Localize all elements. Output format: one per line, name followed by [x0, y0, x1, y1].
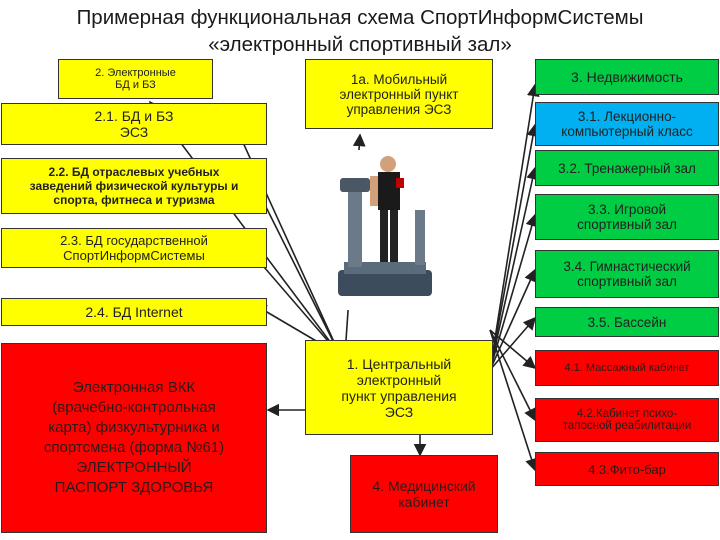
box-3-1-lecture-class: 3.1. Лекционно- компьютерный класс — [535, 102, 719, 146]
box-4-medical-office: 4. Медицинский кабинет — [350, 455, 498, 533]
box-2-electronic-db: 2. Электронные БД и БЗ — [58, 59, 213, 99]
box-3-5-pool: 3.5. Бассейн — [535, 307, 719, 337]
box-electronic-vkk: Электронная ВКК (врачебно-контрольная ка… — [1, 343, 267, 533]
box-3-2-gym: 3.2. Тренажерный зал — [535, 150, 719, 186]
box-1-central-control: 1. Центральный электронный пункт управле… — [305, 340, 493, 435]
box-2-2-db-educational: 2.2. БД отраслевых учебных заведений физ… — [1, 158, 267, 214]
box-2-3-db-state: 2.3. БД государственной СпортИнформСисте… — [1, 228, 267, 268]
treadmill-athlete-image — [330, 150, 440, 310]
box-3-3-game-hall: 3.3. Игровой спортивный зал — [535, 194, 719, 240]
box-2-1-db-esz: 2.1. БД и БЗ ЭСЗ — [1, 103, 267, 145]
page-title: Примерная функциональная схема СпортИнфо… — [0, 4, 720, 58]
box-4-2-psycho-rehab: 4.2.Кабинет психо- тапосной реабилитации — [535, 398, 719, 442]
box-4-1-massage: 4.1. Массажный кабинет — [535, 350, 719, 386]
title-line-2: «электронный спортивный зал» — [208, 33, 512, 56]
box-2-4-db-internet: 2.4. БД Internet — [1, 298, 267, 326]
box-3-real-estate: 3. Недвижимость — [535, 59, 719, 95]
box-4-3-phyto-bar: 4.3.Фито-бар — [535, 452, 719, 486]
box-1a-mobile-control: 1а. Мобильный электронный пункт управлен… — [305, 59, 493, 129]
title-line-1: Примерная функциональная схема СпортИнфо… — [76, 6, 644, 29]
box-3-4-gymnastics-hall: 3.4. Гимнастический спортивный зал — [535, 250, 719, 298]
